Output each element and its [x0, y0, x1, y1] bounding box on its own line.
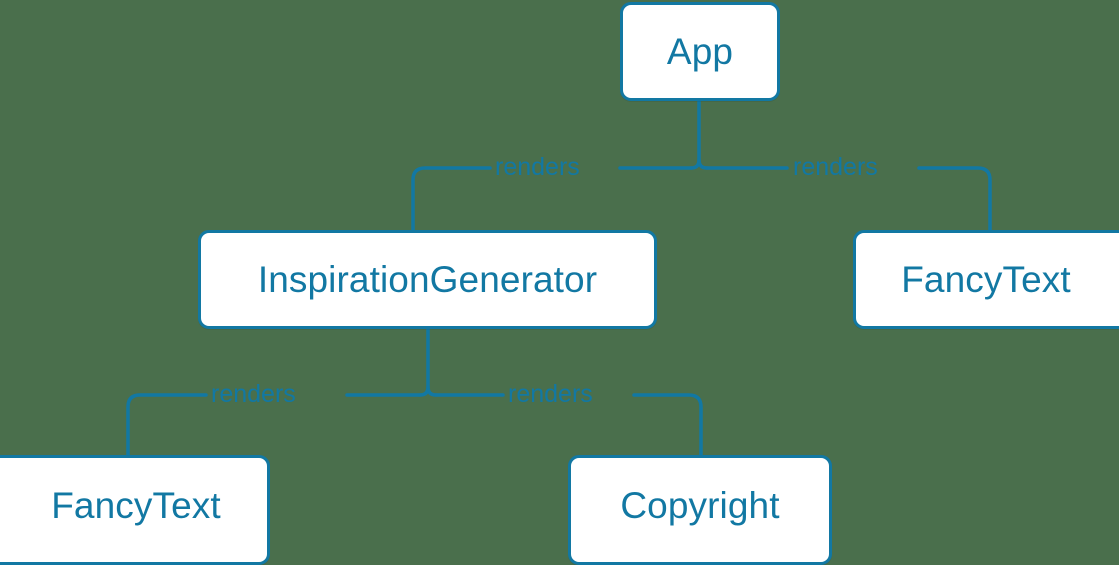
edge-ig-trunk: [426, 327, 438, 397]
node-inspiration-generator[interactable]: InspirationGenerator: [198, 230, 657, 329]
edge-app-trunk: [697, 99, 709, 170]
node-copyright-label: Copyright: [620, 485, 780, 526]
node-fancytext-right-label: FancyText: [901, 258, 1071, 300]
edge-label-app-to-inspiration-generator: renders: [495, 153, 580, 181]
node-app-label: App: [666, 30, 734, 72]
edge-app-trunk-left: [689, 158, 701, 170]
edge-label-app-to-fancytext-right: renders: [793, 153, 878, 181]
node-fancytext-right[interactable]: FancyText: [853, 230, 1119, 329]
node-fancytext-bottom-label: FancyText: [51, 485, 221, 526]
edge-label-inspiration-generator-to-copyright: renders: [508, 380, 593, 408]
node-app[interactable]: App: [620, 2, 780, 101]
edge-ig-trunk-left: [418, 385, 430, 397]
edge-label-inspiration-generator-to-fancytext-bottom: renders: [211, 380, 296, 408]
node-fancytext-bottom[interactable]: FancyText: [0, 455, 270, 565]
node-copyright[interactable]: Copyright: [568, 455, 832, 565]
node-inspiration-generator-label: InspirationGenerator: [257, 258, 598, 300]
